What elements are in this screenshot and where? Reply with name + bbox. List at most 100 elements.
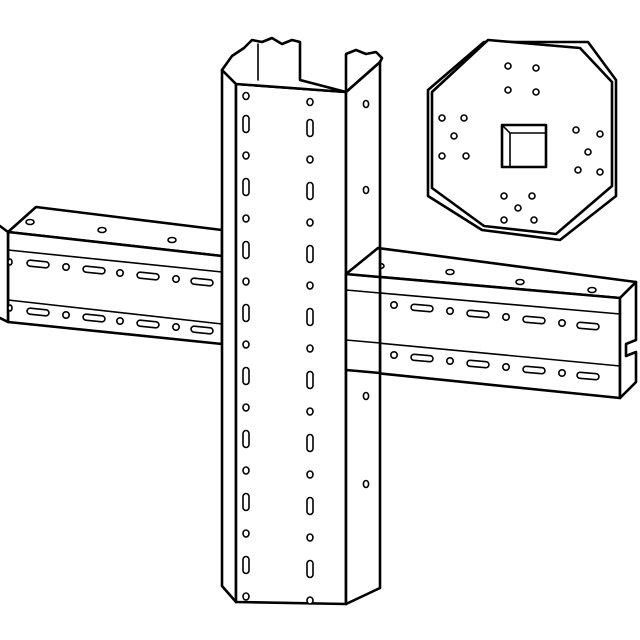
post-hole-right <box>306 281 314 290</box>
post-slot-right <box>306 244 314 264</box>
right-beam-end-profile <box>618 280 638 400</box>
post-hole-right <box>306 470 314 479</box>
right-beam-overlay-face <box>344 272 382 375</box>
post-side-hole <box>362 391 370 401</box>
post-hole-right <box>306 218 314 227</box>
left-beam-top-hole <box>97 226 107 234</box>
base-plate-hole <box>528 192 536 200</box>
left-beam-hole <box>61 262 70 271</box>
right-beam-slot <box>522 315 546 325</box>
right-beam-crease <box>345 289 621 315</box>
base-plate-hole <box>450 132 458 140</box>
post-slot-left <box>242 303 250 323</box>
post-hole-right <box>306 344 314 353</box>
post-left-face <box>220 68 238 604</box>
right-beam-overlay-crease <box>345 289 381 344</box>
base-plate-socket-inner <box>501 124 547 168</box>
post-side-hole <box>362 99 370 109</box>
base-plate-hole <box>500 216 508 224</box>
left-beam-hole <box>116 316 125 325</box>
post-hole-right <box>306 97 314 107</box>
post-hole-left <box>242 277 250 286</box>
base-plate-hole <box>514 204 522 212</box>
right-beam-hole <box>501 362 510 371</box>
left-beam-slot <box>190 277 214 287</box>
post-cut-top <box>220 36 384 94</box>
left-beam-slot <box>190 325 214 335</box>
left-beam-slot <box>82 265 106 275</box>
right-beam-slot <box>410 353 434 363</box>
post-hole-right <box>306 155 314 164</box>
post-hole-left <box>242 529 250 538</box>
right-beam-slot <box>522 365 546 375</box>
base-plate-hole <box>532 64 540 72</box>
left-beam-slot <box>26 307 50 317</box>
post-hole-right <box>306 533 314 542</box>
post-hole-left <box>242 214 250 223</box>
left-beam-top-hole <box>167 236 177 244</box>
post-slot-left <box>242 429 250 449</box>
post-slot-right <box>306 307 314 327</box>
post-hole-pattern <box>242 91 370 605</box>
left-crossbeam <box>0 205 224 346</box>
right-beam-hole <box>501 312 510 321</box>
base-plate-hole <box>500 192 508 200</box>
post-side-hole <box>362 185 370 195</box>
left-beam-slot <box>26 259 50 269</box>
left-beam-slot <box>82 313 106 323</box>
right-beam-slot <box>576 321 600 331</box>
post-front-face <box>234 82 348 606</box>
right-beam-top-hole <box>515 278 525 286</box>
post-inner-wall <box>257 41 301 81</box>
post-slot-left <box>242 555 250 575</box>
post-slot-right <box>306 118 314 138</box>
base-plate-hole <box>438 114 446 122</box>
base-plate-hole <box>504 86 512 94</box>
right-beam-hole <box>445 306 454 315</box>
right-beam-slot <box>576 371 600 381</box>
left-beam-slot <box>136 271 160 281</box>
right-beam-hole <box>557 318 566 327</box>
left-beam-end-hole <box>7 304 13 312</box>
left-beam-hole <box>172 322 181 331</box>
left-beam-hole-pattern <box>7 218 214 335</box>
left-beam-hole <box>61 310 70 319</box>
post-slot-left <box>242 366 250 386</box>
right-beam-slot <box>466 309 490 319</box>
right-beam-top-hole <box>587 286 597 294</box>
left-beam-hole <box>116 268 125 277</box>
left-beam-hole <box>172 274 181 283</box>
post-slot-right <box>306 181 314 201</box>
base-plate-hole <box>532 88 540 96</box>
post-hole-left <box>242 403 250 412</box>
post-slot-right <box>306 559 314 579</box>
base-plate-hole <box>530 216 538 224</box>
post-hole-right <box>306 596 314 605</box>
right-beam-hole <box>389 300 398 309</box>
base-plate-hole <box>438 152 446 160</box>
post-slot-right <box>306 370 314 390</box>
base-plate-hole <box>584 148 592 156</box>
left-beam-end-edge <box>0 224 10 324</box>
post-side-hole <box>362 479 370 489</box>
right-crossbeam <box>344 246 638 400</box>
base-plate-hole <box>596 130 604 138</box>
base-plate-hole <box>572 126 580 134</box>
octagonal-base-plate <box>426 38 618 242</box>
left-beam-top-hole <box>25 218 35 226</box>
left-beam-crease <box>7 249 223 273</box>
base-plate-hole <box>504 62 512 70</box>
right-beam-hole <box>445 356 454 365</box>
post-slot-left <box>242 114 250 134</box>
post-slot-right <box>306 496 314 516</box>
right-beam-overlay-flange <box>344 246 382 279</box>
left-beam-end-hole <box>7 258 13 266</box>
post-hole-right <box>306 407 314 416</box>
right-beam-crease-lower <box>345 339 621 367</box>
right-beam-hole <box>557 368 566 377</box>
post-hole-left <box>242 466 250 475</box>
post-hole-left <box>242 340 250 349</box>
post-slot-left <box>242 492 250 512</box>
